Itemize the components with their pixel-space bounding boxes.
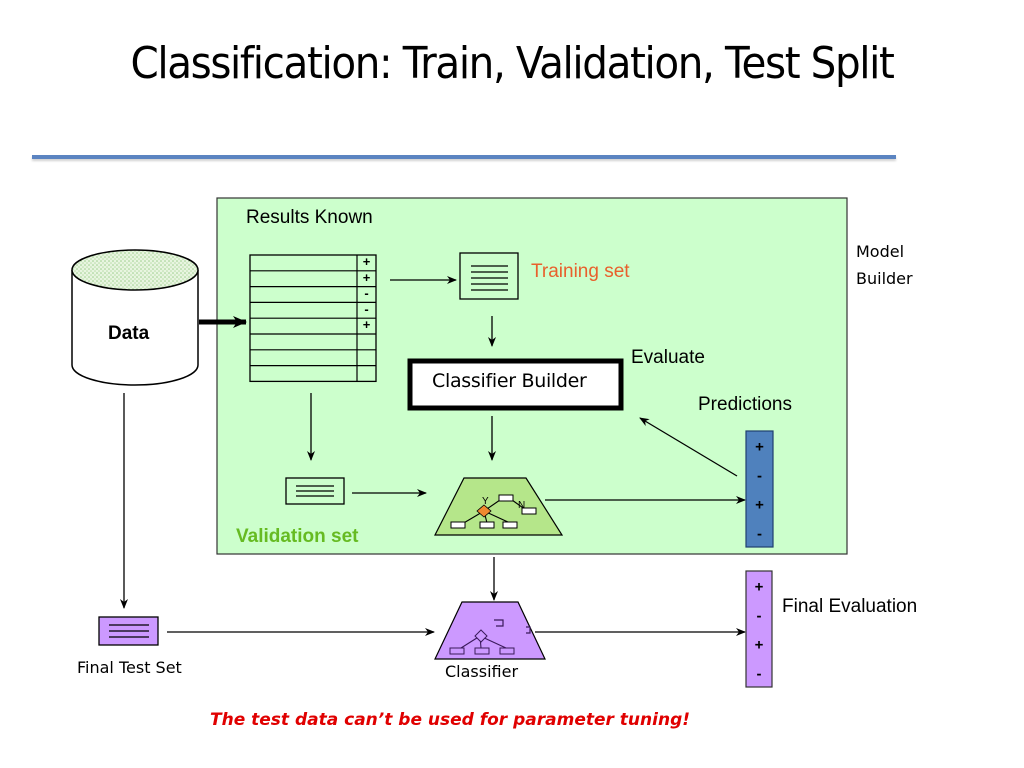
database-cylinder-icon: [71, 249, 199, 386]
predictions-to-builder-arrow: [639, 417, 738, 477]
final-evaluation-column: + - + -: [745, 570, 773, 688]
classifier-decision-tree-icon: [434, 601, 546, 660]
results-table-label: +: [363, 270, 371, 285]
prediction-sign: -: [757, 468, 762, 485]
results-table: ++--+: [249, 254, 377, 383]
predictions-column: + - + -: [745, 430, 774, 548]
branch-yes-label: Y: [482, 496, 489, 507]
prediction-sign: +: [755, 497, 764, 514]
model-builder-label-line2: Builder: [856, 269, 913, 288]
training-set-label: Training set: [531, 261, 630, 282]
branch-no-label: N: [518, 500, 525, 511]
validation-decision-tree-icon: Y N: [434, 477, 564, 536]
final-evaluation-sign: +: [755, 579, 764, 596]
results-table-label: -: [364, 286, 368, 301]
results-known-label: Results Known: [246, 207, 373, 228]
training-set-document-icon: [459, 252, 519, 300]
final-test-set-document-icon: [98, 616, 159, 646]
prediction-sign: +: [755, 439, 764, 456]
final-evaluation-sign: -: [757, 666, 762, 683]
final-evaluation-label: Final Evaluation: [782, 596, 918, 617]
title-underline: [32, 155, 896, 159]
predictions-label: Predictions: [698, 394, 792, 415]
classifier-builder-label: Classifier Builder: [432, 370, 587, 392]
classifier-label: Classifier: [445, 662, 519, 681]
validation-set-document-icon: [285, 477, 345, 505]
warning-note: The test data can’t be used for paramete…: [210, 710, 690, 730]
results-table-label: +: [363, 254, 371, 269]
model-builder-label-line1: Model: [856, 242, 905, 261]
final-test-set-label: Final Test Set: [77, 658, 182, 677]
results-table-label: -: [364, 301, 368, 316]
final-evaluation-sign: -: [757, 608, 762, 625]
final-evaluation-sign: +: [755, 637, 764, 654]
evaluate-label: Evaluate: [631, 347, 705, 368]
validation-set-label: Validation set: [236, 526, 359, 547]
classifier-builder-box: [407, 358, 624, 411]
results-table-label: +: [363, 317, 371, 332]
prediction-sign: -: [757, 526, 762, 543]
slide-title: Classification: Train, Validation, Test …: [130, 38, 894, 89]
data-label: Data: [108, 323, 150, 344]
